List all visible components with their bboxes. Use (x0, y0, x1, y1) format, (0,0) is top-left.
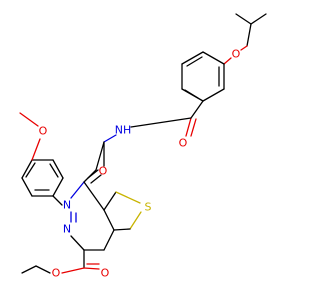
atom-label-o-ester-carbonyl: O (101, 267, 110, 280)
atom-label-o-ester-single: O (52, 267, 61, 280)
bond-line (21, 159, 33, 179)
bond-line (87, 169, 99, 179)
bond-line (90, 174, 102, 184)
bond-line (95, 141, 105, 171)
atom-label-n-ring-lower: N (63, 223, 71, 236)
bond-line (83, 181, 105, 211)
bond-line (103, 191, 117, 211)
bond-line (129, 211, 142, 230)
bond-line (240, 45, 248, 51)
atom-labels: O O NH O O N N S O O (39, 48, 241, 280)
atom-label-o-methoxy: O (39, 125, 48, 138)
bond-line (113, 228, 131, 231)
atom-label-o-ring-ketone: O (99, 165, 108, 178)
bond-line (19, 112, 39, 127)
atom-label-o-amide: O (179, 137, 188, 150)
atom-label-nh-amide: NH (115, 124, 132, 137)
bond-line (103, 229, 115, 251)
bond-line (70, 235, 85, 251)
bond-line (185, 117, 192, 137)
bond-line (202, 88, 225, 102)
atom-label-n-ring-upper: N (63, 199, 71, 212)
bond-line (83, 267, 100, 270)
bond-line (103, 209, 115, 231)
bond-lines (19, 13, 267, 274)
atom-label-s-thiophene: S (145, 201, 152, 214)
bond-line (52, 159, 64, 179)
bond-line (202, 51, 225, 65)
bond-line (130, 117, 192, 128)
bond-line (186, 56, 203, 67)
bond-line (52, 195, 63, 206)
bond-line (21, 177, 33, 197)
bond-line (190, 118, 197, 137)
bond-line (115, 191, 141, 204)
bond-line (21, 265, 37, 274)
molecule-structure: O O NH O O N N S O O (19, 13, 267, 280)
bond-line (61, 267, 85, 274)
bond-line (35, 265, 51, 274)
bond-line (52, 177, 64, 197)
bond-line (31, 138, 41, 161)
bond-line (25, 162, 36, 178)
bond-line (184, 89, 199, 99)
bond-line (181, 51, 204, 65)
bond-line (246, 23, 252, 47)
bond-line (103, 134, 117, 143)
bond-line (250, 13, 267, 25)
bond-line (70, 181, 85, 199)
bond-line (223, 57, 232, 65)
atom-label-o-isopropoxy: O (232, 48, 241, 61)
bond-line (235, 13, 252, 25)
bond-line (190, 100, 204, 119)
bond-line (49, 163, 59, 178)
